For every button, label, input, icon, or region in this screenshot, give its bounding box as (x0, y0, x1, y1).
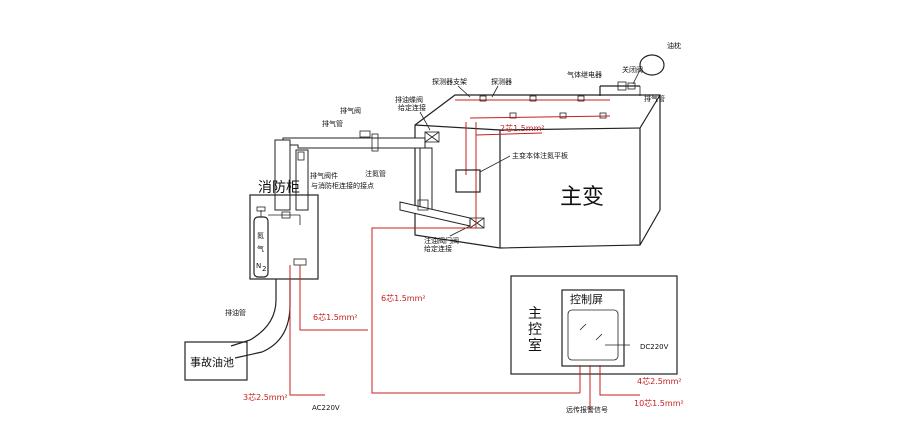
control-screen: 控制屏 (561, 289, 625, 367)
oil-valve-label: 注油阀门阀 (424, 236, 459, 245)
cable-runs (289, 215, 640, 410)
oil-valve-sub: 给定连接 (424, 244, 452, 253)
cable-2x-label: 2芯1.5mm² (500, 123, 545, 133)
fire-cabinet-label: 消防柜 (258, 180, 300, 196)
main-control-room: 主 控 室 (510, 275, 678, 375)
gas-relay-label: 气体继电器 (567, 70, 602, 79)
cable-10x-label: 10芯1.5mm² (634, 398, 684, 408)
oil-drain-pipe (230, 279, 291, 359)
exhaust-pipe-label: 排气阀 (340, 106, 361, 115)
exhaust-valve (424, 131, 440, 143)
ac-power-label: AC220V (312, 404, 340, 412)
nitrogen-pipe-mid: 注氮管 (365, 169, 386, 178)
probe-bracket-label: 探测器支架 (432, 77, 467, 86)
conservator-assembly (599, 54, 665, 96)
exhaust-valve-sub: 给定连接 (398, 103, 426, 112)
nitrogen-sub: 2 (262, 265, 266, 273)
isolation-valve-label: 关闭阀 (622, 65, 643, 74)
nitrogen-label-c: N (256, 262, 261, 270)
exhaust-pipe-top: 排气管 (322, 119, 343, 128)
control-room-label-b: 控 (528, 322, 542, 338)
dc-power-label: DC220V (640, 343, 669, 351)
cable-4x-label: 4芯2.5mm² (637, 376, 682, 386)
accident-oil-pool: 事故油池 (184, 341, 248, 381)
remote-signal-label: 远传报警信号 (566, 405, 608, 414)
exhaust-valve-label: 排油蝶阀 (395, 95, 423, 104)
cable-3x-label: 3芯2.5mm² (243, 392, 288, 402)
probe-rail (455, 95, 611, 119)
breather-valve-label: 排气管 (644, 94, 665, 103)
oil-pool-label: 事故油池 (190, 355, 234, 369)
nitrogen-valve-mid: 排气阀件 (310, 171, 338, 180)
injection-block (455, 169, 481, 193)
control-screen-label: 控制屏 (570, 292, 603, 306)
probe-label: 探测器 (491, 77, 512, 86)
cable-6x-left-label: 6芯1.5mm² (313, 312, 358, 322)
main-transformer: 主变 (414, 94, 661, 249)
nitrogen-pipes (274, 130, 485, 229)
main-transformer-label: 主变 (560, 185, 604, 210)
fire-cabinet: 消防柜 氮 气 N 2 (249, 180, 319, 280)
cable-6x-mid-label: 6芯1.5mm² (381, 293, 426, 303)
conservator-label: 油枕 (667, 41, 681, 50)
control-room-label-a: 主 (528, 306, 542, 322)
link-text: 与消防柜连接的接点 (311, 181, 374, 190)
control-room-label-c: 室 (528, 337, 542, 354)
oil-drain-label: 排油管 (225, 308, 246, 317)
injection-block-label: 主变本体注氮平板 (512, 151, 568, 160)
nitrogen-label-a: 氮 (257, 231, 264, 240)
nitrogen-label-b: 气 (257, 244, 264, 253)
